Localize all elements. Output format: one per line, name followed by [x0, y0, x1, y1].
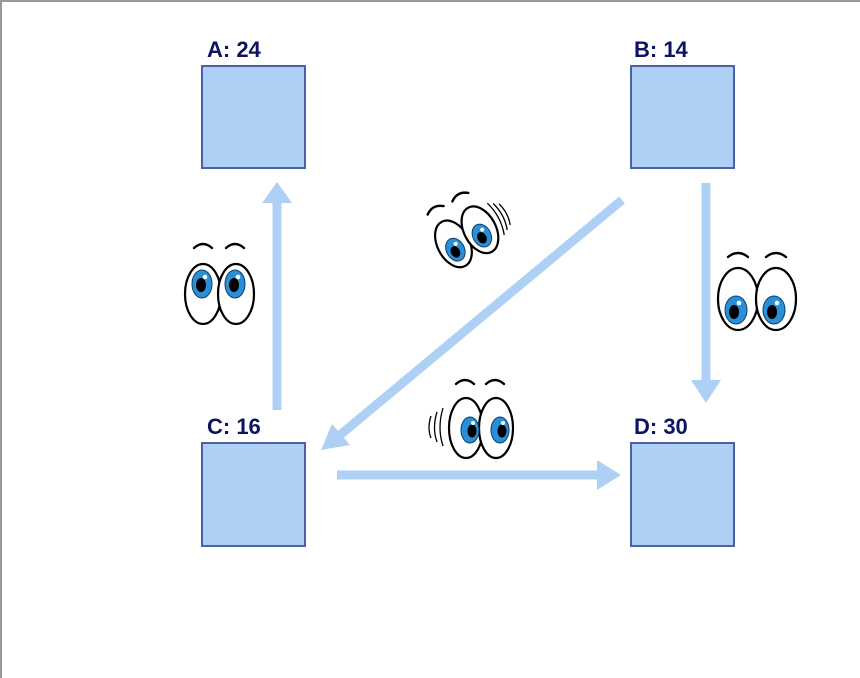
node-b: B: 14: [630, 37, 735, 169]
edge-c-to-d: [337, 460, 621, 490]
node-d-box: [630, 442, 735, 547]
cartoon-eyes-icon: [426, 191, 511, 269]
node-d: D: 30: [630, 414, 735, 547]
node-a-box: [201, 65, 306, 169]
node-a: A: 24: [201, 37, 306, 169]
node-b-label: B: 14: [634, 37, 689, 62]
cartoon-eyes-icon: [716, 251, 798, 332]
node-b-box: [630, 65, 735, 169]
node-c: C: 16: [201, 414, 306, 547]
node-a-label: A: 24: [207, 37, 262, 62]
edge-b-to-d: [691, 183, 721, 403]
node-c-label: C: 16: [207, 414, 261, 439]
cartoon-eyes-icon: [183, 242, 256, 326]
cartoon-eyes-icon: [428, 378, 515, 460]
edge-b-to-c: [321, 196, 625, 450]
edge-c-to-a: [262, 182, 292, 410]
node-c-box: [201, 442, 306, 547]
node-d-label: D: 30: [634, 414, 688, 439]
